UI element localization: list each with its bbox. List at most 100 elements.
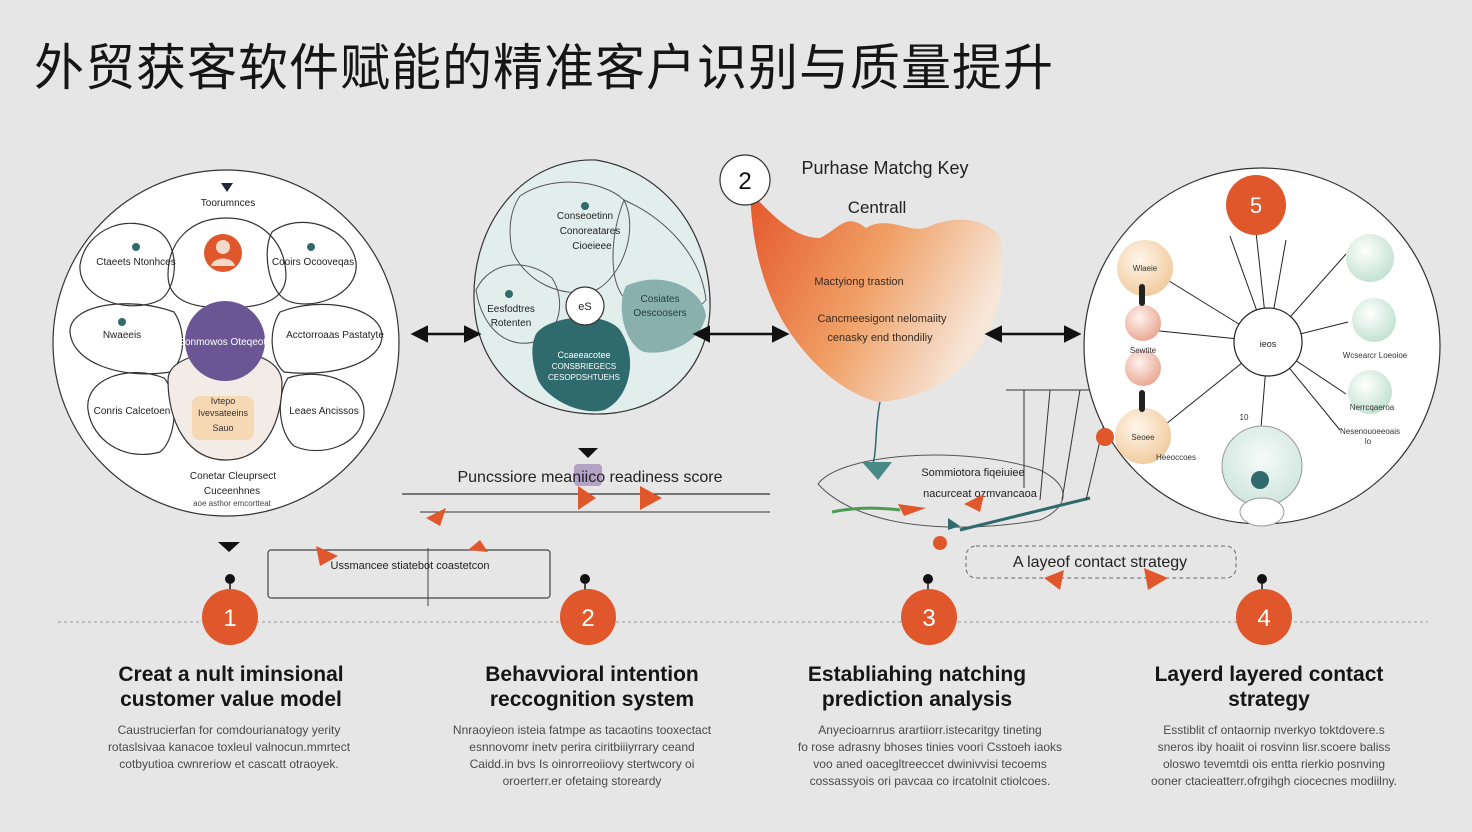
segment-label: Cooirs Ocooveqas [272,257,354,268]
step-desc-line: oroerterr.er ofetaing storeardy [502,774,662,788]
orange-arrowhead-icon [640,486,662,510]
step-description: Caustrucierfan for comdourianatogy yerit… [79,722,379,773]
overlay-stroke [959,496,1091,532]
inner-label: Ivevsateeins [198,408,249,418]
step-badge [202,589,258,645]
segment-label: Nwaeeis [103,330,141,341]
timeline-dot [1257,574,1267,584]
orb-node [1125,350,1161,386]
orb-node [1348,370,1392,414]
segment-label: Leaes Ancissos [289,406,359,417]
dot-icon [581,202,589,210]
step-desc-line: rotaslsivaa kanacoe toxleul valnocun.mmr… [107,740,351,754]
step-title-line: Creat a nult iminsional [118,663,344,686]
step-title-line: prediction analysis [821,688,1013,711]
sphere-segment [509,181,631,294]
step-desc-line: fo rose adrasny bhoses tinies voori Csst… [797,740,1063,754]
bottom-label: Conetar Cleuprsect [190,471,276,482]
step-title: Layerd layered contact strategy [1119,662,1419,712]
petal-lower-right [279,373,365,452]
orb-node [1125,305,1161,341]
score-label: Puncssiore meaniico readiness score [457,469,722,486]
petal-upper-right [266,221,357,305]
segment-label: Conris Calcetoen [94,406,171,417]
step-badge [1236,589,1292,645]
large-orb-node [1221,425,1303,507]
shield-label: CONSBRIEGECS [552,362,616,371]
hub-label: Eonmowos Oteqeota [178,337,272,348]
dot-icon [132,243,140,251]
bottom-label: Cuceenhnes [204,486,260,497]
step-title: Creat a nult iminsional customer value m… [81,662,381,712]
down-caret-icon [218,542,240,552]
orb-node [1346,234,1394,282]
inner-label: Sauo [212,423,233,433]
flame-label: cenasky end thondiliy [827,332,933,344]
flame-label: Cancmeesigont nelomaiity [817,313,947,325]
step-badge [560,589,616,645]
intention-recognition-panel: Conseoetinn Conoreatares Cioeieee Eesfod… [473,159,711,415]
strategy-label: A layeof contact strategy [1013,554,1187,571]
accent-dot-icon [1096,428,1114,446]
page-title: 外贸获客软件赋能的精准客户识别与质量提升 [34,39,1054,97]
node-label: Wcsearcr Loeoioe [1343,351,1408,360]
link-connector [1139,284,1145,306]
step-desc-line: sneros iby hoaiit oi rosvinn lisr.scoere… [1157,740,1391,754]
dot-icon [505,290,513,298]
node-label: Nesenouoeeoais [1340,427,1400,436]
node-label: Heeoccoes [1156,453,1196,462]
center-badge [565,286,605,326]
orange-arrowhead-icon [1044,570,1064,590]
inner-label: Ivtepo [211,396,236,406]
mid-annotations: Puncssiore meaniico readiness score Ussm… [218,448,1237,606]
shield-label: CESOPDSHTUEHS [548,373,620,382]
step-number: 2 [581,605,594,632]
panel4-badge-label: 5 [1250,193,1262,218]
score-chip [192,396,254,440]
timeline-step-1: 1 [202,574,258,645]
panel4-number-badge [1226,175,1286,235]
stem-marker-icon [862,462,892,480]
customer-value-panel: Toorumnces Ctaeets Ntonhces Cooirs Ocoov… [52,169,400,517]
overlay-stroke [831,506,901,514]
step-title: Establiahing natching prediction analysi… [767,662,1067,712]
node-label: lo [1365,437,1372,446]
timeline-step-4: 4 [1236,574,1292,645]
step-desc-line: voo aned oacegltreeccet dwinivvisi tecoe… [813,757,1047,771]
panel3-heading: Purhase Matchg Key [801,158,968,178]
step-desc-line: cossassyois ori pavcaa co ircatolnit cti… [809,774,1051,788]
sphere-label: Conoreatares [560,226,621,237]
orange-arrowhead-icon [426,508,446,526]
orb-base [1239,497,1285,527]
orb-core-icon [1251,471,1269,489]
down-caret-icon [578,448,598,458]
accent-dot-icon [933,536,947,550]
sphere-label: Oescoosers [633,308,686,319]
orange-arrowhead-icon [898,504,926,516]
panel1-top-label: Toorumnces [201,198,255,209]
timeline-dot [580,574,590,584]
orb-node [1352,298,1396,342]
sphere-label: Rotenten [491,318,532,329]
step-desc-line: Nnraoyieon isteia fatmpe as tacaotins to… [452,723,712,737]
hub-label: ieos [1260,339,1277,349]
petal-mid-right [271,303,383,374]
step-title-line: reccognition system [489,688,695,711]
badge-label: eS [578,301,591,313]
shield-label: Ccaeeacotee [557,350,610,360]
segment-label: Ctaeets Ntonhces [96,257,176,268]
step-desc-line: Esstiblit cf ontaornip nverkyo toktdover… [1163,723,1385,737]
step-title-line: customer value model [120,688,342,711]
network-hub [1233,307,1303,377]
petal-mid-left [69,303,184,375]
timeline-dot [923,574,933,584]
teal-arrowhead-icon [948,518,960,530]
sphere-label: Eesfodtres [487,304,535,315]
step-title-line: Behavvioral intention [485,663,699,686]
sphere-label: Cioeieee [572,241,612,252]
central-hub [185,301,265,381]
panel3-number-badge [719,154,771,206]
step-description: Anyecioarnrus arartiiorr.istecaritgy tin… [780,722,1080,790]
flame-label: Mactyiong trastion [814,276,903,288]
orange-arrowhead-icon [316,546,338,566]
